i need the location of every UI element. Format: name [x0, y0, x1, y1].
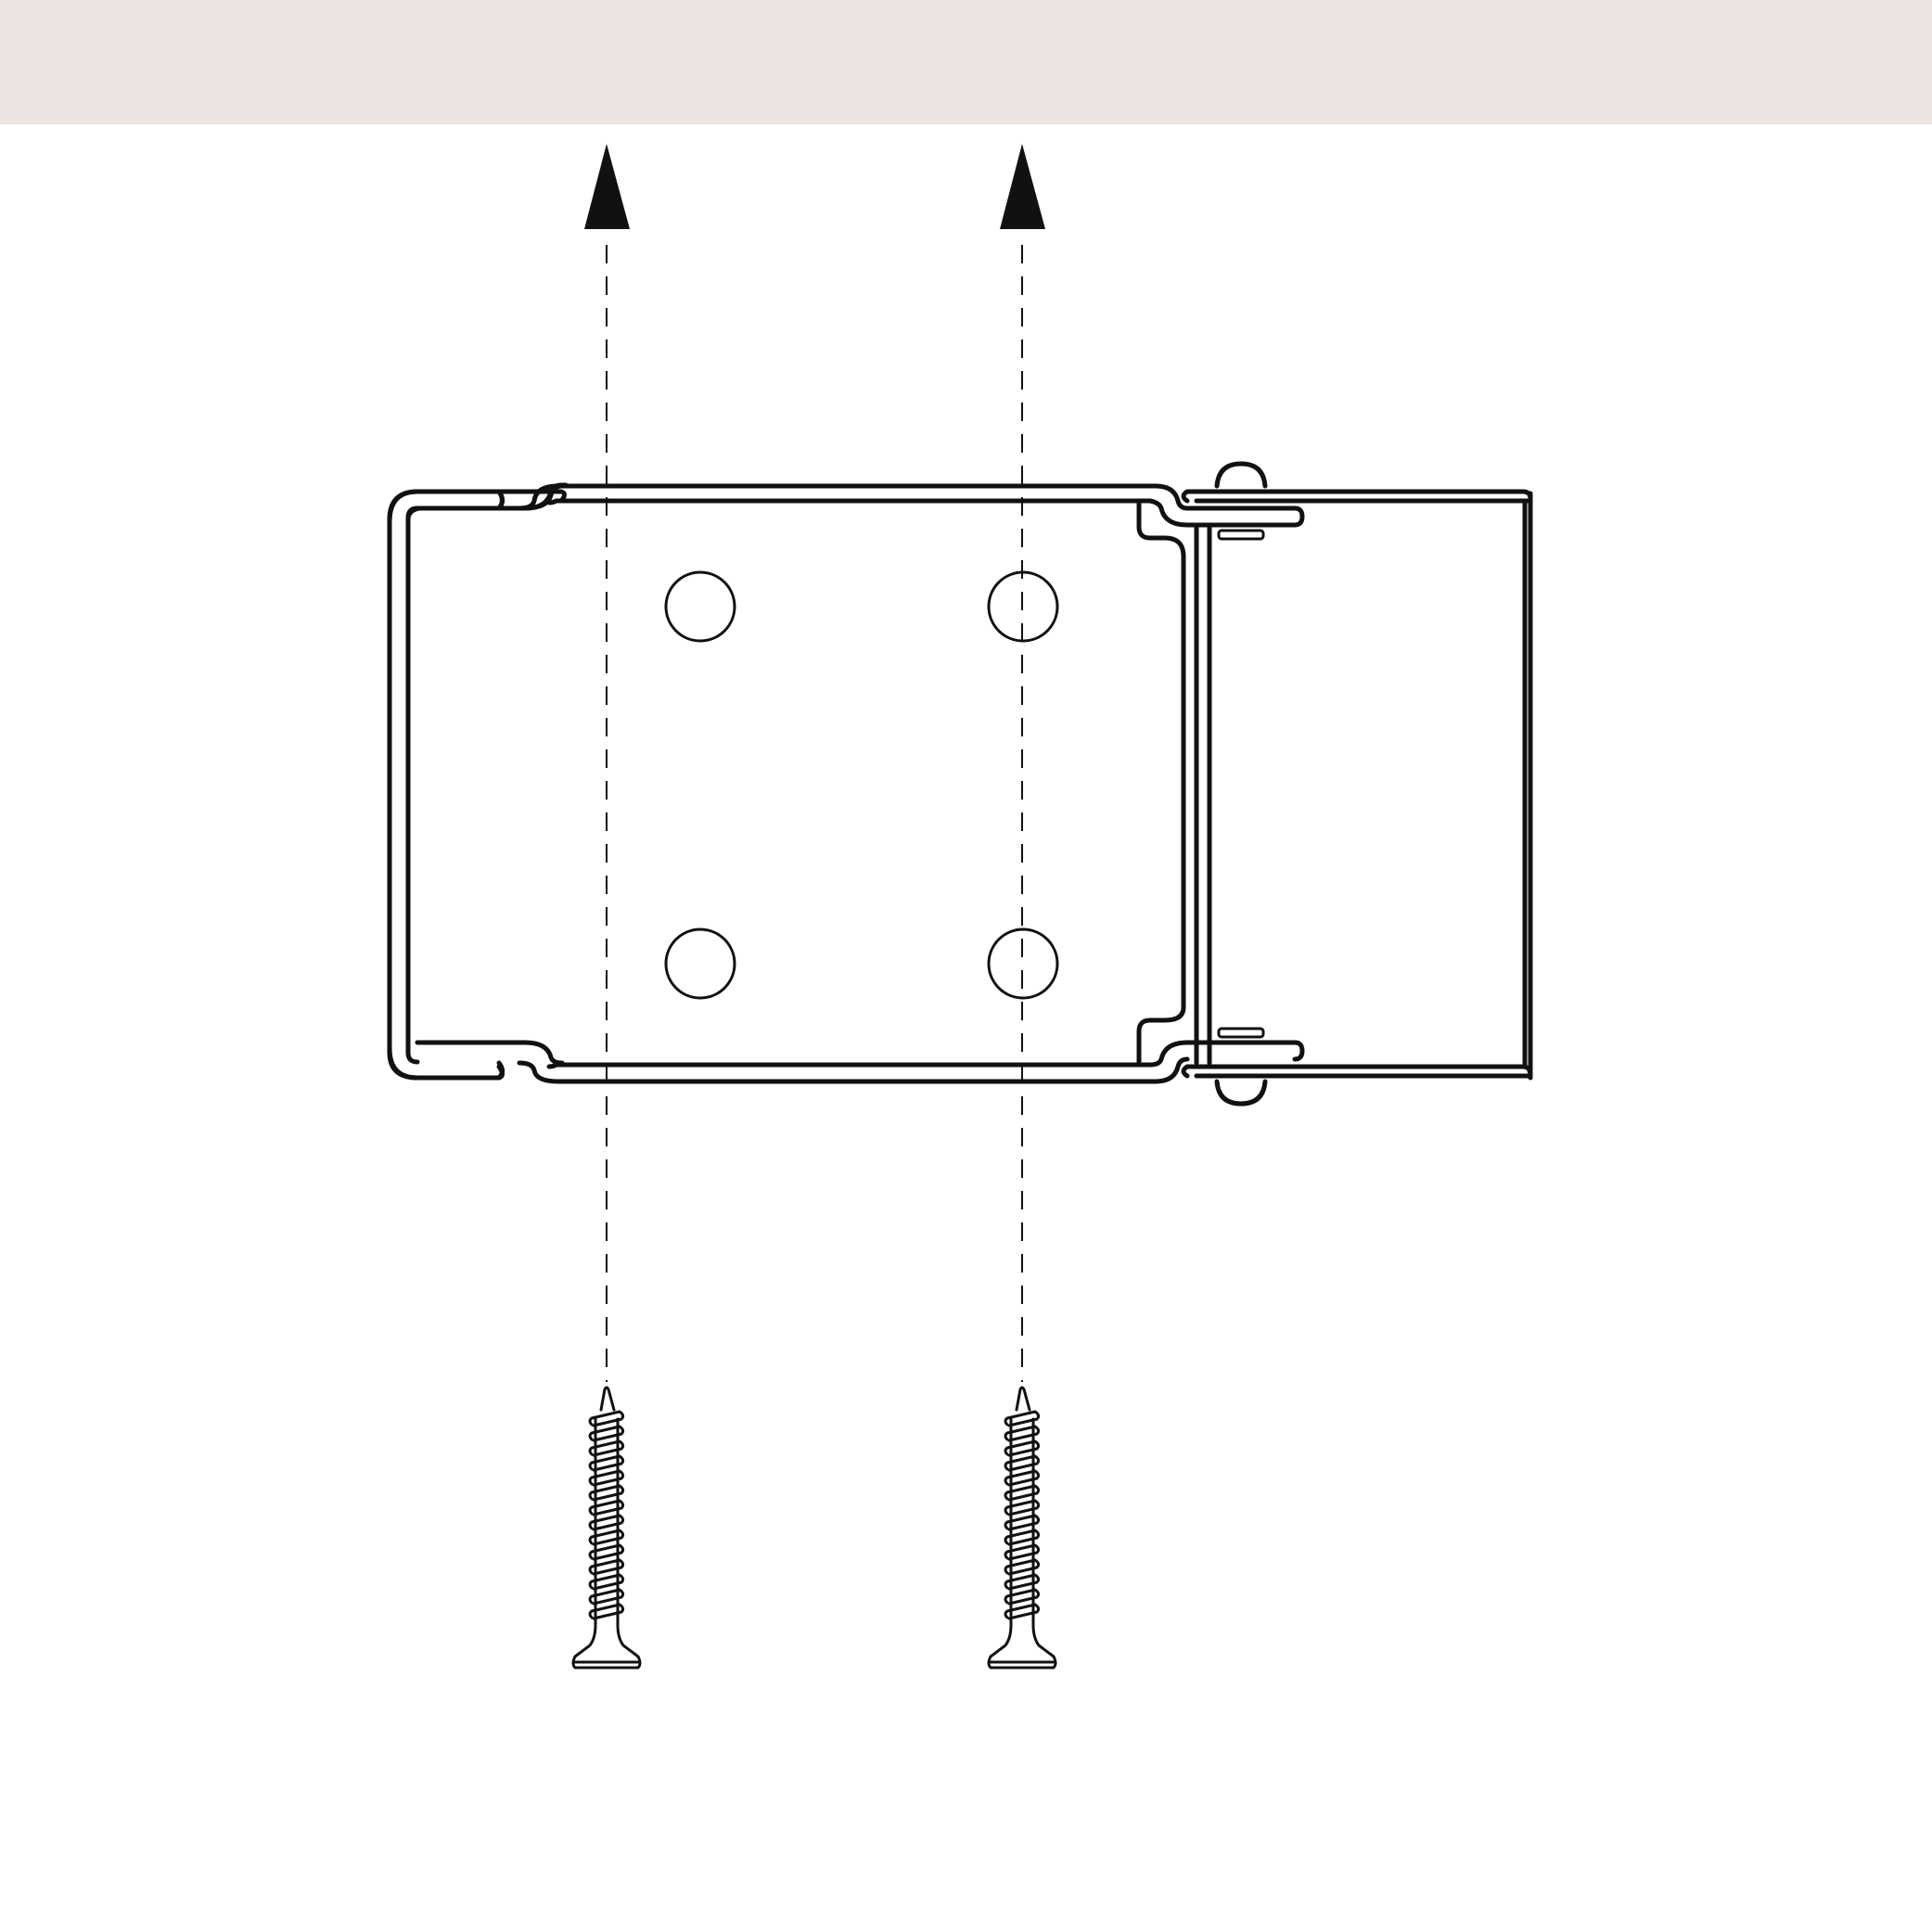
screw-thread: [1004, 1499, 1041, 1516]
screw-head: [571, 1623, 642, 1670]
screw-thread: [588, 1573, 625, 1591]
hinge-knuckle-bottom: [1214, 1079, 1268, 1107]
screw-thread: [588, 1484, 625, 1502]
mounting-hole-bottom-right: [987, 928, 1059, 1000]
bracket-plate-top-inner: [546, 498, 1298, 528]
bracket-tab-bottom: [1184, 1040, 1305, 1062]
screw-thread: [588, 1499, 625, 1516]
bracket-plate-bottom: [517, 1056, 1190, 1084]
screw-thread: [1004, 1588, 1041, 1606]
screw-thread: [588, 1603, 625, 1620]
screw-tip: [599, 1386, 616, 1412]
mounting-bracket: [387, 461, 1533, 1107]
bracket-right-strap-top: [1181, 489, 1533, 504]
screw-thread: [1004, 1514, 1041, 1531]
screw-thread: [588, 1439, 625, 1457]
screw-tip: [1015, 1386, 1031, 1412]
screw-thread: [1004, 1484, 1041, 1502]
screw-head: [987, 1623, 1057, 1670]
arrow-up-left-icon: [584, 144, 630, 229]
screw-thread: [588, 1529, 625, 1546]
screw-thread: [1004, 1454, 1041, 1472]
direction-arrows: [584, 144, 1045, 229]
screw-thread: [1004, 1603, 1041, 1620]
hinge-pin-bottom: [1217, 1027, 1265, 1039]
screw-thread: [1004, 1410, 1041, 1427]
bracket-left-channel: [387, 489, 567, 1081]
screw-right-icon: [987, 1386, 1057, 1670]
bracket-left-c: [387, 489, 505, 1081]
screw-thread: [1004, 1425, 1041, 1442]
screw-thread: [588, 1514, 625, 1531]
screw-thread: [1004, 1529, 1041, 1546]
arrow-up-right-icon: [1000, 144, 1045, 229]
bracket-plate-top: [517, 483, 1190, 511]
mounting-hole-top-right: [987, 570, 1059, 643]
screw-thread: [588, 1454, 625, 1472]
screw-thread: [588, 1469, 625, 1487]
bracket-plate-bottom-inner: [546, 1040, 1298, 1069]
bracket-left-inner: [405, 505, 420, 1065]
screw-thread: [588, 1410, 625, 1427]
ceiling-surface: [0, 0, 1932, 124]
screw-thread: [1004, 1558, 1041, 1576]
bracket-inner-flange: [1136, 500, 1186, 1066]
hinge-knuckle-top: [1214, 461, 1268, 489]
screw-thread: [588, 1558, 625, 1576]
screw-thread: [1004, 1439, 1041, 1457]
screw-thread: [1004, 1573, 1041, 1591]
bracket-right-strap-bottom: [1181, 1064, 1533, 1079]
mounting-hole-bottom-left: [664, 928, 736, 1000]
screw-thread: [1004, 1543, 1041, 1561]
bracket-tab-top: [1184, 505, 1305, 528]
screw-thread: [588, 1588, 625, 1606]
screw-left-icon: [571, 1386, 642, 1670]
bracket-left-lip-bottom: [415, 1040, 565, 1066]
guide-lines: [606, 245, 1023, 1382]
screw-thread: [588, 1543, 625, 1561]
screw-thread: [1004, 1469, 1041, 1487]
mounting-hole-top-left: [664, 570, 736, 643]
hinge-pin-top: [1217, 529, 1265, 541]
screw-thread: [588, 1425, 625, 1442]
